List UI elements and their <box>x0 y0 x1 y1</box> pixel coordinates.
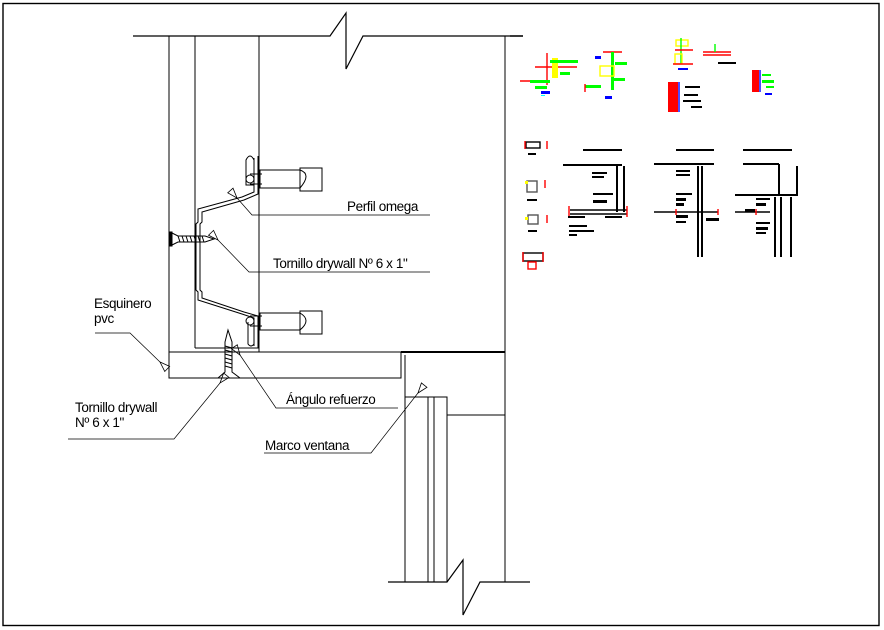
label-tornillo-drywall-upper: Tornillo drywall Nº 6 x 1" <box>273 256 408 271</box>
omega-clip-bottom <box>247 322 255 347</box>
bottom-break-line <box>388 558 530 616</box>
omega-hook-top <box>245 155 255 186</box>
frame-profile <box>404 396 448 583</box>
wall-anchor-lower <box>245 310 323 335</box>
label-marco-ventana: Marco ventana <box>265 438 350 453</box>
label-tornillo-drywall-lower-size: Nº 6 x 1" <box>75 415 124 430</box>
leader-esquinero <box>95 332 171 373</box>
leader-marco <box>264 382 428 454</box>
label-tornillo-drywall-lower: Tornillo drywall <box>75 400 158 415</box>
main-detail <box>68 11 530 616</box>
top-wall-line-left <box>133 11 523 70</box>
thumbnail-colored-detail-1 <box>510 35 627 99</box>
thumbnail-profile-list <box>522 141 548 270</box>
label-angulo-refuerzo: Ángulo refuerzo <box>286 392 376 407</box>
label-perfil-omega: Perfil omega <box>347 199 418 214</box>
leader-perfil-omega <box>227 187 430 216</box>
leader-tornillo-lower <box>68 372 230 440</box>
thumbnail-section-b <box>654 149 719 257</box>
leader-angulo <box>230 344 398 409</box>
drywall-bottom-plate <box>168 351 402 379</box>
wall-anchor-upper <box>245 167 323 192</box>
omega-profile <box>199 156 259 348</box>
thumbnail-section-c <box>735 149 798 257</box>
drywall-screw-vertical <box>216 328 242 379</box>
label-esquinero-pvc: pvc <box>94 311 114 326</box>
drywall-screw-horizontal <box>168 231 216 247</box>
thumbnail-colored-detail-2 <box>668 38 774 112</box>
omega-profile-inner <box>195 158 255 346</box>
leader-tornillo-upper <box>207 229 430 273</box>
thumbnail-section-a <box>563 149 628 236</box>
label-esquinero: Esquinero <box>94 296 152 311</box>
